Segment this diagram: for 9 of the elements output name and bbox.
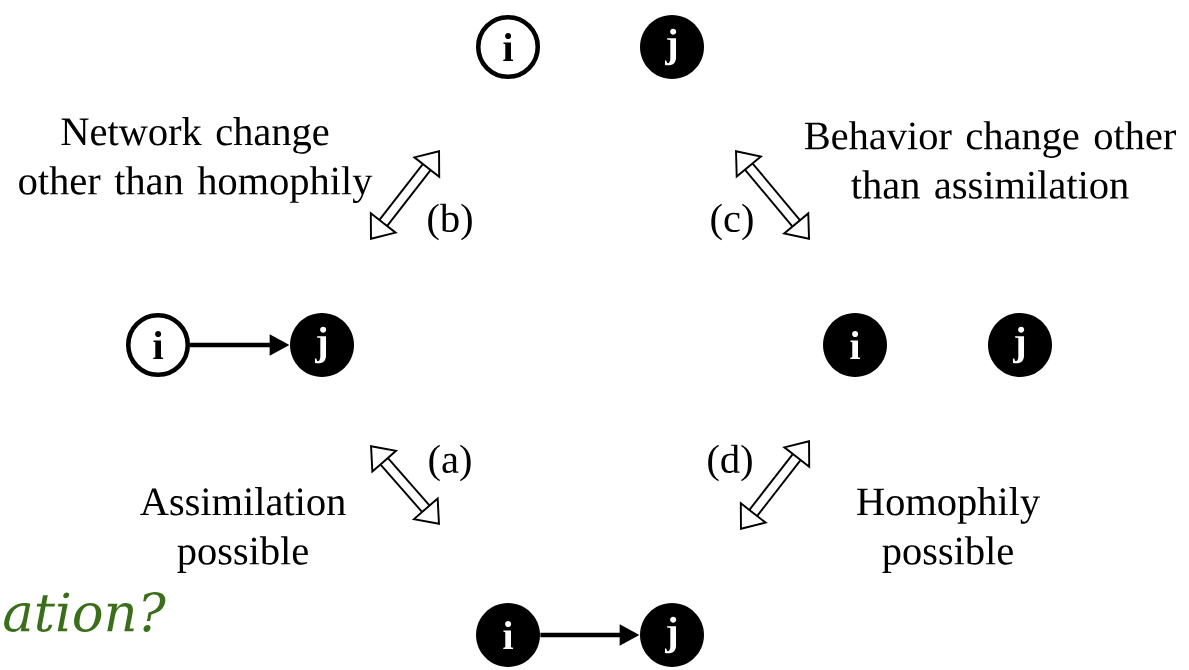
description-text: Behavior change other than assimilation: [804, 121, 1176, 199]
description-text: (d): [708, 444, 752, 482]
description-text: (a): [429, 444, 471, 482]
description-text: Assimilation possible: [140, 487, 346, 573]
description-text: Network change other than homophily: [19, 117, 373, 203]
description-text: Homophily possible: [857, 487, 1040, 573]
description-text: (b): [428, 203, 472, 241]
title-fragment: ation?: [4, 592, 166, 632]
description-text: (c): [711, 203, 753, 241]
